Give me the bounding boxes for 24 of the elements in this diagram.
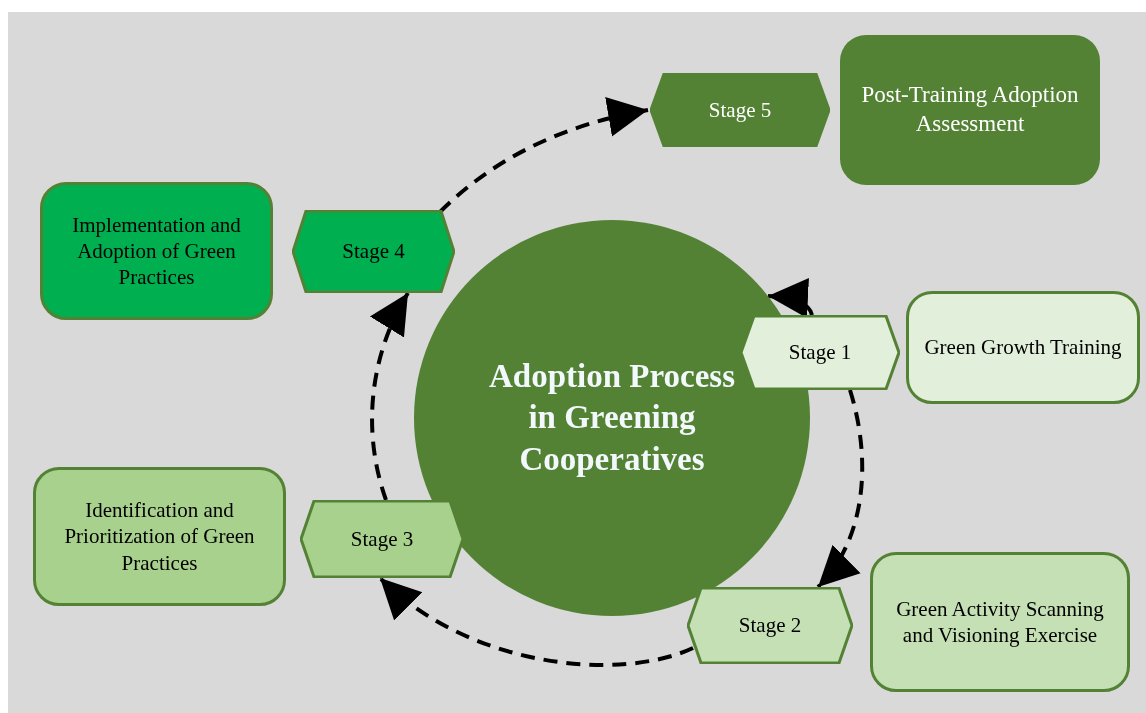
dashed-arrow xyxy=(816,389,865,589)
process-box xyxy=(870,552,1130,692)
stage-hexagon xyxy=(650,73,830,147)
stage-hexagon xyxy=(740,315,900,390)
process-box xyxy=(840,35,1100,185)
box-label: Green Growth Training xyxy=(924,334,1122,361)
stage-hexagon xyxy=(687,587,853,664)
stage-hexagon xyxy=(292,210,455,293)
stage-label: Stage 5 xyxy=(708,96,772,124)
box-label: Post-Training Adoption Assessment xyxy=(860,81,1080,138)
center-title: Adoption Process in Greening Cooperatives xyxy=(488,357,736,479)
dashed-arrow xyxy=(370,292,410,501)
box-label: Green Activity Scanning and Visioning Exercise xyxy=(895,595,1105,649)
box-label: Implementation and Adoption of Green Practices xyxy=(71,211,242,291)
box-label: Identification and Prioritization of Green Practices xyxy=(63,497,256,576)
stage-hexagon xyxy=(300,500,464,578)
stage-label: Stage 3 xyxy=(350,525,414,553)
dashed-arrow xyxy=(438,98,649,214)
stage-label: Stage 1 xyxy=(788,339,852,366)
process-box xyxy=(40,182,273,320)
stage-label: Stage 4 xyxy=(342,238,405,265)
process-box xyxy=(33,467,286,606)
process-box xyxy=(906,291,1140,404)
stage-label: Stage 2 xyxy=(738,612,802,639)
